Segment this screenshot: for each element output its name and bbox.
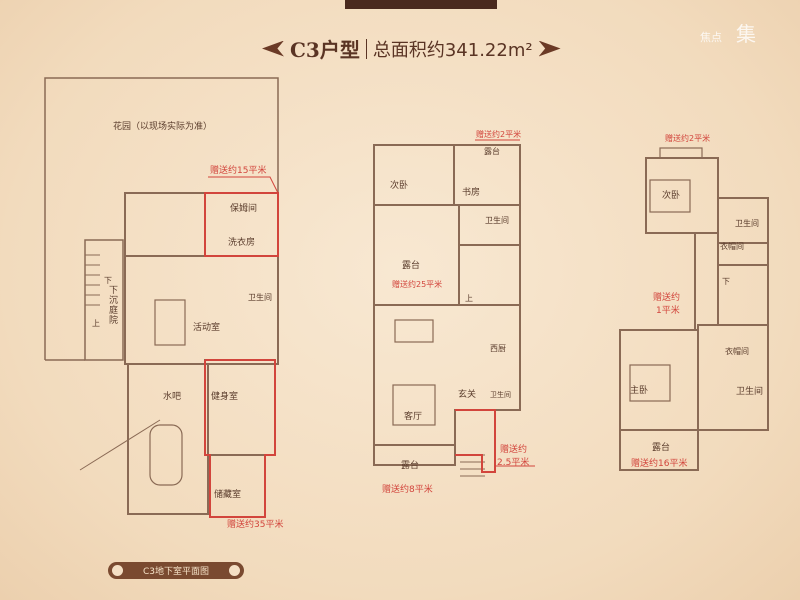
activity-room-label: 活动室 [193,323,221,333]
basement-caption-text: C3地下室平面图 [142,567,209,577]
bed-icon [629,364,671,402]
top-bar [345,0,497,9]
car-icon [149,424,183,486]
garden-label: 花园（以现场实际为准） [113,122,213,132]
bathroom-label: 卫生间 [485,216,509,225]
bonus-label-8: 赠送约8平米 [382,485,433,495]
master-bedroom-label: 主卧 [630,386,649,396]
up-label: 上 [92,319,100,328]
bonus-label-16: 赠送约16平米 [631,459,688,469]
bonus-label-2-5-line1: 赠送约 [500,445,528,455]
bonus-label-25: 赠送约25平米 [392,280,443,289]
basement-walls [44,77,279,518]
bonus-label-2-5-line2: 2.5平米 [497,458,530,468]
bonus-label-1-line1: 赠送约 [653,293,681,303]
bed-icon [649,179,691,213]
kitchen-label: 西厨 [490,344,506,353]
study-label: 书房 [462,188,481,198]
foyer-label: 玄关 [458,390,477,400]
page-title: C3户型 总面积约341.22m² [262,34,561,63]
bathroom-label: 卫生间 [248,293,272,302]
storage-room [209,454,266,518]
living-room-label: 客厅 [404,412,423,422]
stairs-left [85,254,100,306]
dining-table [394,319,434,343]
bonus-label-1-line2: 1平米 [656,306,680,316]
title-divider [365,38,367,59]
bonus-label-2: 赠送约2平米 [476,130,522,139]
down-label: 下 [722,277,730,286]
watermark-text: 焦点 [700,31,722,44]
down-label: 下 [104,276,112,285]
terrace-top-label: 露台 [484,147,500,156]
bonus-label-35: 赠送约35平米 [227,520,284,530]
floor1-bonus-outlines [455,139,535,473]
bonus-label-15: 赠送约15平米 [210,166,267,176]
sunken-courtyard-label: 下沉庭院 [107,285,117,325]
gym-room [204,359,276,456]
laundry-label: 洗衣房 [228,238,256,248]
bonus-label-2: 赠送约2平米 [665,134,711,143]
basement-caption: C3地下室平面图 [108,562,244,579]
bathroom-label: 卫生间 [735,219,759,228]
floor2-walls [619,147,769,471]
floor1-walls [373,144,521,477]
gym-label: 健身室 [211,392,239,402]
storage-label: 储藏室 [214,490,242,500]
watermark-char: 集 [736,22,756,46]
terrace-bottom-label: 露台 [401,461,420,471]
terrace-mid-label: 露台 [402,261,421,271]
garden-outline [44,77,279,360]
bedroom-label: 次卧 [662,191,681,201]
closet2-label: 衣帽间 [725,347,749,356]
pool-table [154,299,186,346]
water-bar-label: 水吧 [163,392,182,402]
garage [127,363,209,515]
sofa-set [392,384,436,426]
sunken-courtyard [84,239,124,361]
closet-label: 衣帽间 [720,242,744,251]
up-label: 上 [465,294,473,303]
watermark: 焦点 集 [700,18,756,47]
stairs-f2 [717,264,769,326]
basement-bonus-outlines [204,176,279,518]
total-area: 总面积约341.22m² [372,39,533,61]
bedroom-label: 次卧 [390,181,409,191]
nanny-room-label: 保姆间 [230,204,258,214]
unit-type: C3户型 [290,38,360,62]
bathroom2-label: 卫生间 [490,391,511,399]
master-bath-label: 卫生间 [736,387,764,397]
terrace-label: 露台 [652,443,671,453]
